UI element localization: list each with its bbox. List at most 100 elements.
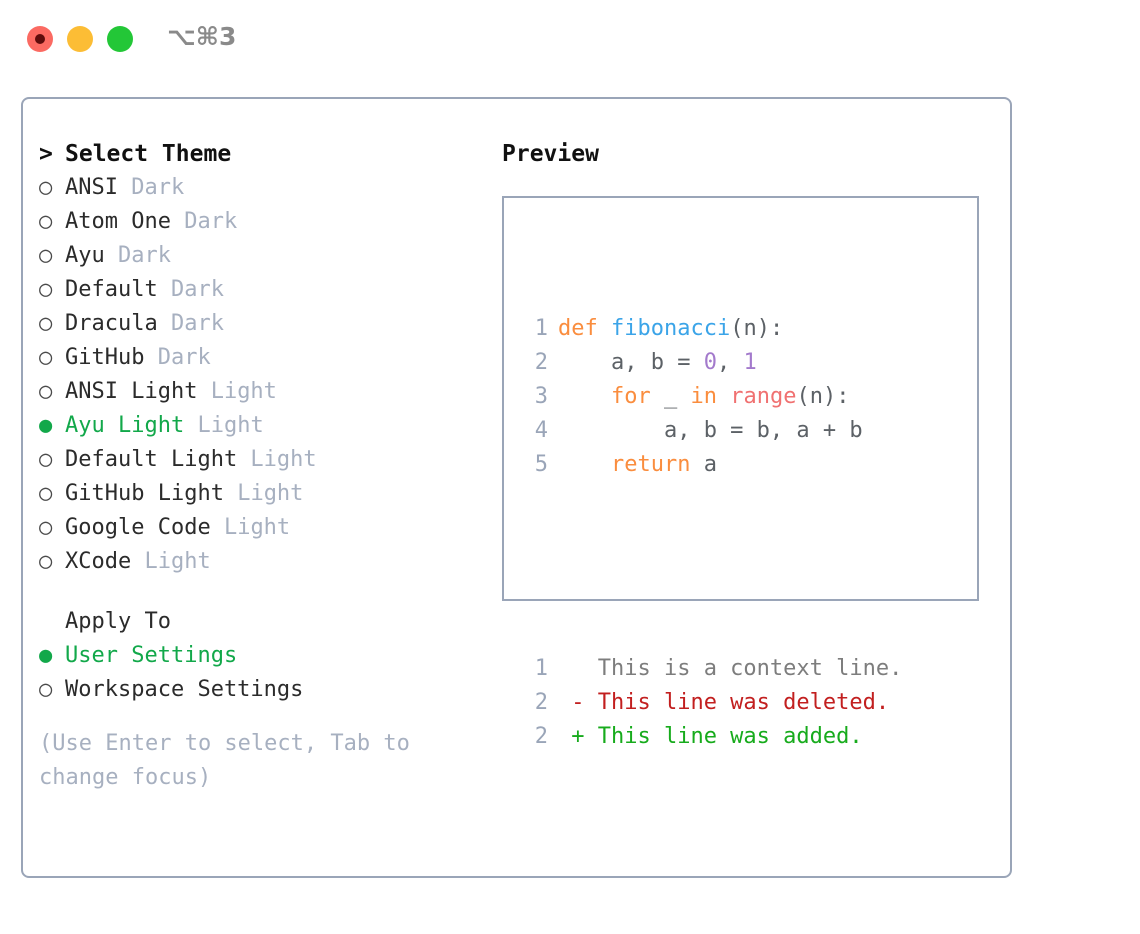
cursor-marker-icon: > — [39, 141, 53, 167]
line-number: 1 — [534, 656, 548, 681]
code-token: a — [690, 452, 717, 477]
code-token: fibonacci — [610, 316, 731, 341]
code-line: 3 for _ in range(n): — [522, 380, 902, 414]
diff-lines: 1 This is a context line.2 - This line w… — [522, 652, 903, 754]
code-token: a, b = b, a + b — [558, 418, 863, 443]
theme-variant-badge: Light — [197, 379, 277, 404]
theme-variant-badge: Light — [210, 515, 291, 540]
theme-option-google-code[interactable]: ○Google Code Light — [39, 511, 479, 545]
theme-option-label: GitHub Light — [65, 481, 224, 506]
recording-indicator-icon — [35, 34, 45, 44]
theme-option-label: Ayu Light — [65, 413, 185, 438]
theme-option-ansi[interactable]: ○ANSI Dark — [39, 171, 479, 205]
theme-variant-badge: Light — [223, 481, 304, 506]
theme-variant-badge: Light — [237, 447, 317, 472]
code-token: 1 — [743, 350, 757, 375]
code-token — [717, 384, 730, 409]
radio-unselected-icon: ○ — [39, 311, 53, 336]
radio-unselected-icon: ○ — [39, 175, 53, 200]
theme-option-label: XCode — [65, 549, 132, 574]
window-title: ⌥⌘3 — [167, 22, 237, 51]
theme-variant-badge: Dark — [170, 209, 238, 234]
code-line: 4 a, b = b, a + b — [522, 414, 902, 448]
theme-variant-badge: Dark — [144, 345, 211, 370]
theme-option-label: ANSI Light — [65, 379, 198, 404]
theme-option-label: Atom One — [65, 209, 171, 234]
preview-title: Preview — [502, 141, 599, 167]
apply-to-option-workspace-settings[interactable]: ○ Workspace Settings — [39, 673, 479, 707]
radio-unselected-icon: ○ — [39, 481, 53, 506]
theme-variant-badge: Dark — [157, 311, 224, 336]
radio-unselected-icon: ○ — [39, 345, 53, 370]
radio-unselected-icon: ○ — [39, 277, 53, 302]
section-gap — [39, 579, 479, 605]
close-button[interactable] — [27, 26, 53, 52]
code-token: , — [716, 350, 744, 375]
radio-unselected-icon: ○ — [39, 447, 53, 472]
line-number: 4 — [534, 418, 548, 443]
code-line: 2 a, b = 0, 1 — [522, 346, 902, 380]
code-token: a, b = — [558, 350, 704, 375]
code-token: return — [610, 452, 691, 477]
code-token: _ — [650, 384, 691, 409]
theme-variant-badge: Light — [184, 413, 264, 438]
minimize-button[interactable] — [67, 26, 93, 52]
keyboard-hint: (Use Enter to select, Tab to change focu… — [39, 731, 424, 790]
code-blank-line — [522, 550, 902, 584]
line-number: 2 — [534, 724, 548, 749]
apply-to-option-user-settings[interactable]: ●User Settings — [39, 639, 479, 673]
theme-option-xcode[interactable]: ○ XCode Light — [39, 545, 479, 579]
hint-gap — [39, 707, 479, 727]
theme-picker-column: >Select Theme ○ANSI Dark○Atom One Dark○A… — [39, 137, 479, 795]
select-theme-header: >Select Theme — [39, 137, 479, 171]
theme-option-github[interactable]: ○ GitHub Dark — [39, 341, 479, 375]
radio-unselected-icon: ○ — [39, 209, 53, 234]
diff-line-text: + This line was added. — [558, 724, 863, 749]
diff-line: 1 This is a context line. — [522, 652, 903, 686]
code-line: 5 return a — [522, 448, 902, 482]
maximize-button[interactable] — [107, 26, 133, 52]
theme-option-dracula[interactable]: ○ Dracula Dark — [39, 307, 479, 341]
theme-list: ○ANSI Dark○Atom One Dark○Ayu Dark○Defaul… — [39, 171, 479, 579]
radio-unselected-icon: ○ — [39, 515, 53, 540]
theme-option-label: Dracula — [65, 311, 158, 336]
code-token: def — [558, 316, 611, 341]
apply-to-option-label: Workspace Settings — [65, 677, 304, 702]
diff-line: 2 - This line was deleted. — [522, 686, 902, 720]
code-token: for — [610, 384, 651, 409]
theme-option-ansi-light[interactable]: ○ ANSI Light Light — [39, 375, 479, 409]
theme-option-label: Default Light — [65, 447, 238, 472]
line-number: 1 — [534, 316, 548, 341]
theme-option-ayu[interactable]: ○Ayu Dark — [39, 239, 479, 273]
radio-unselected-icon: ○ — [39, 549, 53, 574]
theme-option-atom-one[interactable]: ○ Atom One Dark — [39, 205, 479, 239]
main-panel: >Select Theme ○ANSI Dark○Atom One Dark○A… — [21, 97, 1012, 878]
radio-selected-icon: ● — [39, 413, 53, 438]
radio-unselected-icon: ○ — [39, 379, 53, 404]
radio-selected-icon: ● — [39, 643, 53, 668]
theme-option-default[interactable]: ○Default Dark — [39, 273, 479, 307]
radio-unselected-icon: ○ — [39, 677, 53, 702]
line-number: 5 — [534, 452, 548, 477]
theme-variant-badge: Light — [131, 549, 211, 574]
theme-variant-badge: Dark — [157, 277, 224, 302]
theme-option-ayu-light[interactable]: ● Ayu Light Light — [39, 409, 479, 443]
theme-variant-badge: Dark — [117, 175, 185, 200]
diff-line: 2 + This line was added. — [522, 720, 902, 754]
code-token: in — [690, 384, 717, 409]
theme-option-default-light[interactable]: ○ Default Light Light — [39, 443, 479, 477]
apply-to-list: ●User Settings ○ Workspace Settings — [39, 639, 479, 707]
window-titlebar: ⌥⌘3 — [0, 0, 1140, 76]
theme-option-label: GitHub — [65, 345, 145, 370]
theme-variant-badge: Dark — [104, 243, 171, 268]
code-token: (n): — [796, 384, 850, 409]
code-token — [558, 452, 611, 477]
diff-line-text: This is a context line. — [558, 656, 903, 681]
line-number: 2 — [534, 350, 548, 375]
theme-option-github-light[interactable]: ○ GitHub Light Light — [39, 477, 479, 511]
